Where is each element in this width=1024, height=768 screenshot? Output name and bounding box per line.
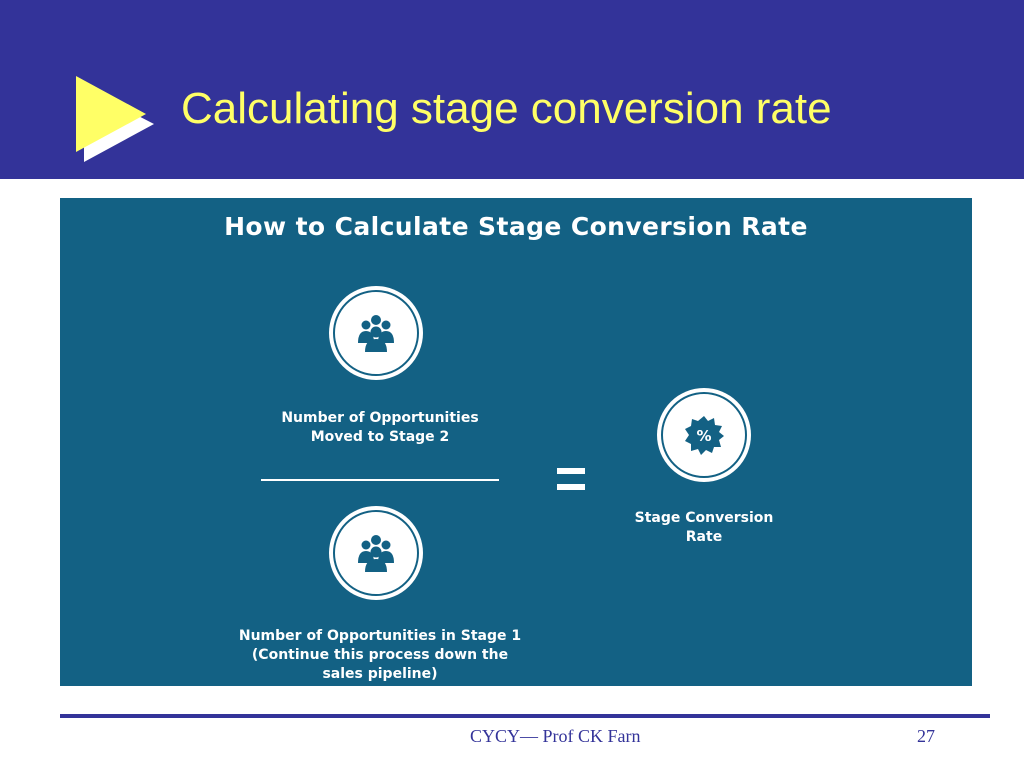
slide-title: Calculating stage conversion rate — [181, 84, 832, 133]
fraction-line — [261, 479, 499, 481]
result-circle: % — [657, 388, 751, 482]
footer-text: CYCY— Prof CK Farn — [470, 726, 641, 746]
numerator-label: Number of Opportunities Moved to Stage 2 — [281, 410, 479, 445]
play-triangle-icon — [76, 76, 154, 162]
denominator-circle — [329, 506, 423, 600]
result-label: Stage Conversion Rate — [634, 510, 774, 545]
svg-text:%: % — [696, 427, 711, 445]
header-band: Calculating stage conversion rate — [0, 0, 1024, 179]
percent-badge-icon: % — [685, 416, 724, 455]
footer-rule — [60, 714, 990, 718]
conversion-rate-infographic: How to Calculate Stage Conversion Rate N… — [60, 198, 972, 686]
page-number: 27 — [917, 726, 935, 746]
denominator-label: Number of Opportunities in Stage 1 (Cont… — [238, 628, 522, 682]
numerator-circle — [329, 286, 423, 380]
infographic-heading: How to Calculate Stage Conversion Rate — [224, 212, 808, 241]
group-of-people-icon — [358, 535, 394, 572]
equals-sign — [557, 468, 585, 492]
group-of-people-icon — [358, 315, 394, 352]
